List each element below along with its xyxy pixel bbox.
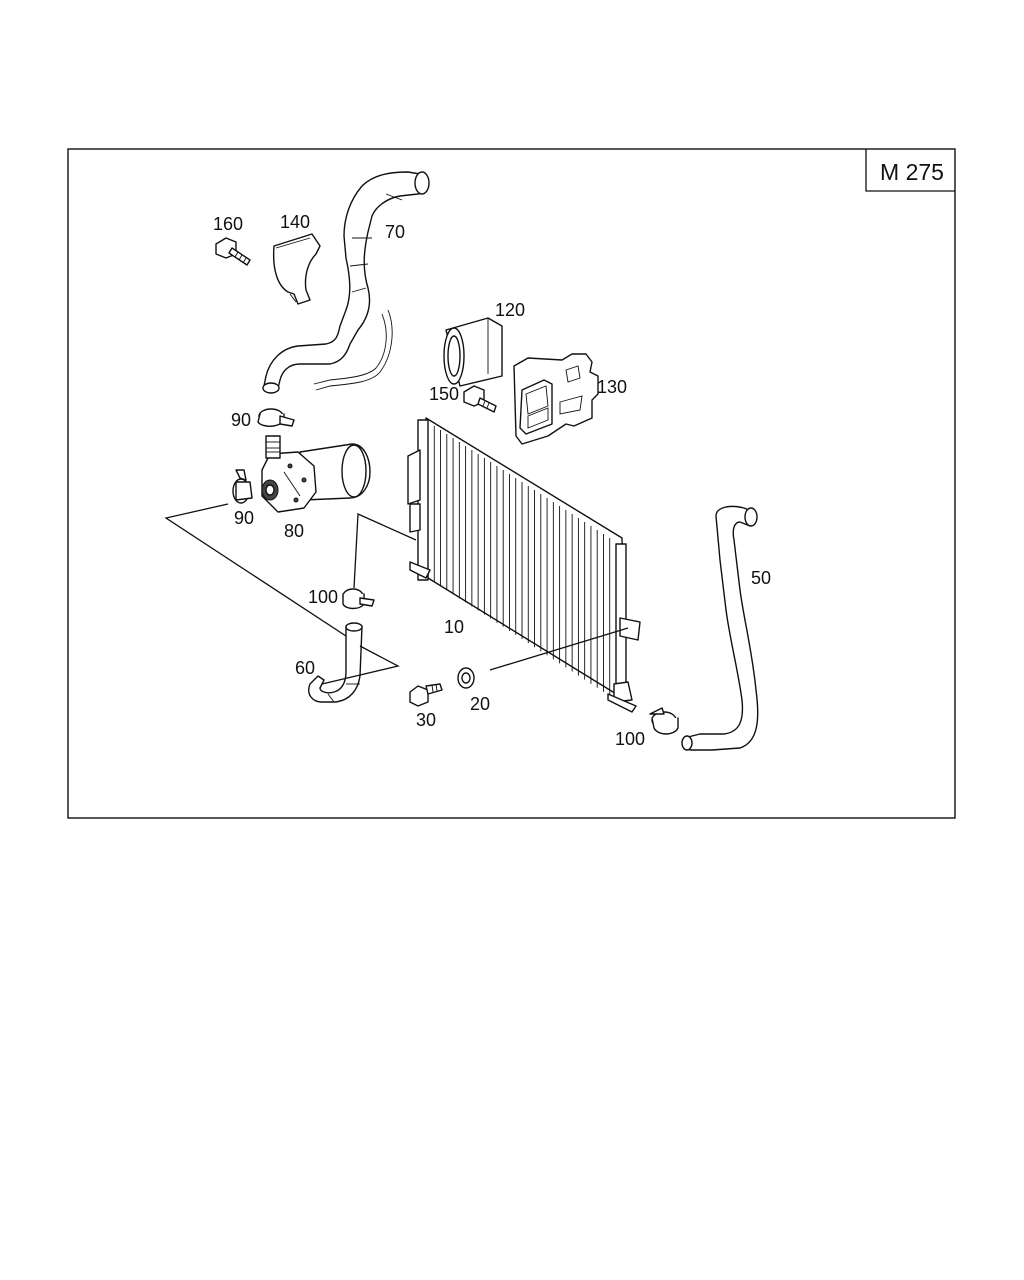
label-part-150: 150 [429,384,459,404]
clamp-100-right[interactable] [649,707,679,735]
label-part-30: 30 [416,710,436,730]
label-part-10: 10 [444,617,464,637]
leader-lines [164,503,629,685]
label-part-50: 50 [751,568,771,588]
label-part-60: 60 [295,658,315,678]
bracket-130[interactable] [513,353,599,445]
label-part-100-right: 100 [615,729,645,749]
bolt-30[interactable] [409,683,443,707]
label-part-80: 80 [284,521,304,541]
diagram-frame [67,148,956,819]
clamp-90-lower[interactable] [232,469,253,504]
clamp-90-upper[interactable] [257,408,295,427]
label-part-90-upper: 90 [231,410,251,430]
bolt-150[interactable] [463,385,497,413]
hose-50[interactable] [681,505,759,751]
electric-pump-80[interactable] [261,435,371,513]
holder-120[interactable] [443,317,503,387]
bolt-160[interactable] [215,237,251,266]
label-part-140: 140 [280,212,310,232]
hose-70[interactable] [262,171,430,394]
clamp-100-left[interactable] [342,588,375,610]
label-part-100-left: 100 [308,587,338,607]
hose-60[interactable] [308,622,363,703]
label-part-70: 70 [385,222,405,242]
grommet-20[interactable] [457,667,475,689]
label-part-130: 130 [597,377,627,397]
label-part-90-lower: 90 [234,508,254,528]
label-part-20: 20 [470,694,490,714]
label-part-160: 160 [213,214,243,234]
low-temperature-cooler-10[interactable] [407,417,641,713]
label-part-120: 120 [495,300,525,320]
diagram-code: M 275 [880,159,944,185]
diagram-code-box: M 275 [865,149,955,192]
bracket-140[interactable] [272,233,321,305]
